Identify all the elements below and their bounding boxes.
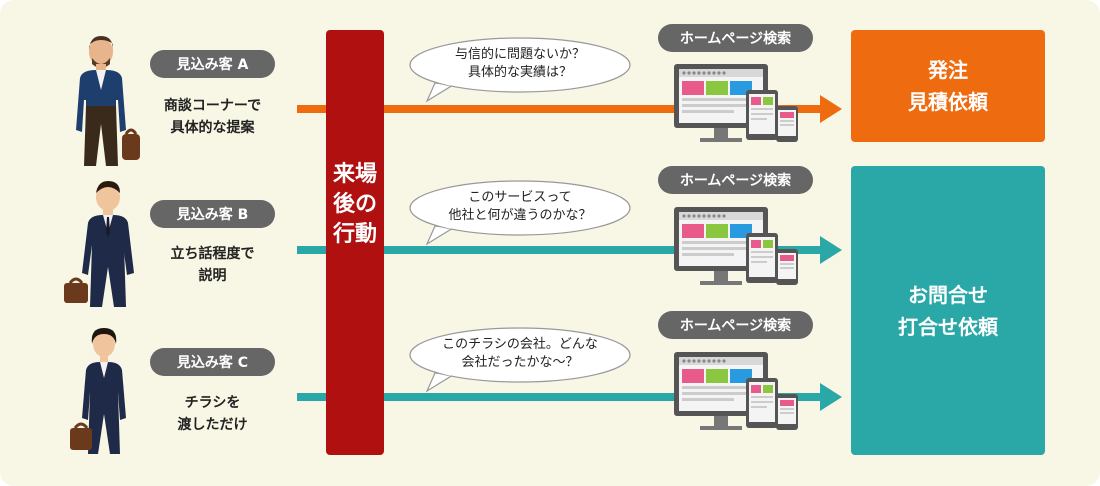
homepage-search-badge-b: ホームページ検索	[658, 166, 813, 194]
arrow-row-a	[297, 95, 842, 123]
devices-b-icon	[674, 207, 798, 285]
thought-bubble-c-text: このチラシの会社。どんな 会社だったかな〜？	[442, 337, 598, 370]
thought-bubble-a-text: 与信的に問題ないか？ 具体的な実績は？	[454, 47, 585, 80]
outcome-order-box: 発注 見積依頼	[851, 30, 1045, 142]
prospect-b-badge: 見込み客 B	[150, 200, 275, 228]
thought-bubble-b-icon	[409, 180, 631, 246]
prospect-c-description: チラシを 渡しただけ	[177, 395, 248, 433]
prospect-b-description: 立ち話程度で 説明	[170, 246, 255, 284]
prospect-a-badge: 見込み客 A	[150, 50, 275, 78]
thought-bubble-a-icon	[409, 37, 631, 103]
post-visit-action-label: 来場後の行動	[332, 162, 377, 247]
post-visit-action-bar: 来場後の行動	[326, 30, 384, 455]
homepage-search-badge-c: ホームページ検索	[658, 311, 813, 339]
businessman-b-icon	[64, 181, 134, 307]
thought-bubble-c-icon	[409, 327, 631, 393]
devices-c-icon	[674, 352, 798, 430]
thought-bubble-b-text: このサービスって 他社と何が違うのかな？	[448, 190, 592, 223]
businessman-a-icon	[76, 36, 140, 166]
outcome-inquiry-box: お問合せ 打合せ依頼	[851, 166, 1045, 455]
prospect-a-description: 商談コーナーで 具体的な提案	[163, 98, 262, 136]
homepage-search-badge-a: ホームページ検索	[658, 24, 813, 52]
businesswoman-c-icon	[70, 328, 126, 454]
prospect-c-badge: 見込み客 C	[150, 348, 275, 376]
devices-a-icon	[674, 64, 798, 142]
arrow-row-c	[297, 383, 842, 411]
arrow-row-b	[297, 236, 842, 264]
